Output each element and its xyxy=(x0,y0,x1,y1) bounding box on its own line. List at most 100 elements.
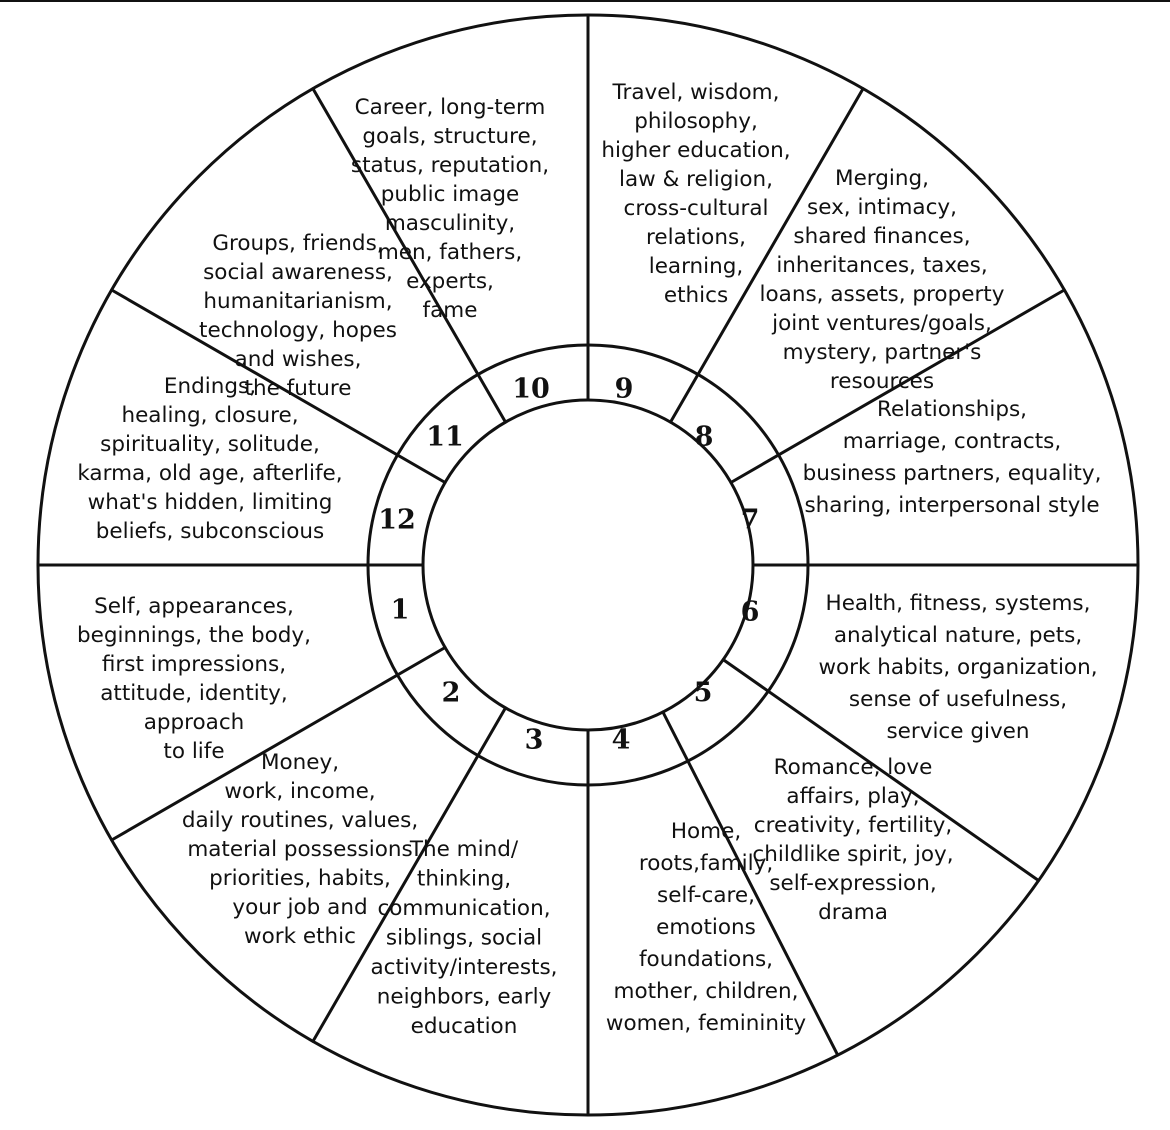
house-5-description-line: Romance, love xyxy=(774,755,933,780)
house-9-description-line: higher education, xyxy=(601,138,790,163)
house-10-description-line: men, fathers, xyxy=(378,240,522,265)
house-10-description-line: Career, long-term xyxy=(355,95,546,120)
house-11-description-line: the future xyxy=(245,376,352,401)
house-9-description-line: law & religion, xyxy=(619,167,773,192)
house-10-number: 10 xyxy=(512,374,550,405)
house-1-description-line: to life xyxy=(163,739,224,764)
house-8-description-line: inheritances, taxes, xyxy=(776,253,987,278)
house-8-description-line: sex, intimacy, xyxy=(807,195,957,220)
house-5-description-line: self-expression, xyxy=(769,871,936,896)
house-7-description-line: marriage, contracts, xyxy=(843,429,1061,454)
house-7-number: 7 xyxy=(741,505,760,536)
house-1-description: Self, appearances, beginnings, the body, f… xyxy=(77,594,311,764)
house-11-description-line: technology, hopes xyxy=(199,318,397,343)
house-2-description-line: material possessions xyxy=(187,837,412,862)
house-12-description-line: Endings, xyxy=(164,374,256,399)
house-8-description-line: Merging, xyxy=(835,166,929,191)
house-divider-line xyxy=(729,288,1066,484)
house-8-description: Merging, sex, intimacy, shared finances, in… xyxy=(760,166,1005,394)
house-12-description-line: healing, closure, xyxy=(121,403,298,428)
house-7-description-line: Relationships, xyxy=(877,397,1027,422)
house-10-description-line: status, reputation, xyxy=(351,153,549,178)
house-12-description-line: spirituality, solitude, xyxy=(100,432,320,457)
house-5-description-line: affairs, play, xyxy=(786,784,919,809)
house-10-description-line: masculinity, xyxy=(385,211,515,236)
house-3-description-line: education xyxy=(411,1014,518,1039)
house-4-description-line: mother, children, xyxy=(614,979,799,1004)
house-4-description-line: emotions xyxy=(656,915,756,940)
house-dividers xyxy=(36,13,1140,1117)
house-11-number: 11 xyxy=(426,422,464,453)
house-3-description-line: thinking, xyxy=(417,867,511,892)
house-12-description-line: beliefs, subconscious xyxy=(96,519,325,544)
house-11-description: Groups, friends, social awareness, humanit… xyxy=(199,231,397,401)
house-2-description-line: work, income, xyxy=(224,779,375,804)
house-3-description-line: The mind/ xyxy=(409,837,519,862)
house-4-number: 4 xyxy=(612,725,631,756)
house-7-description-line: business partners, equality, xyxy=(803,461,1102,486)
house-11-description-line: Groups, friends, xyxy=(212,231,383,256)
house-2-description: Money,work, income,daily routines, value… xyxy=(182,750,418,949)
house-descriptions: Self, appearances, beginnings, the body, f… xyxy=(77,80,1101,1039)
house-8-description-line: resources xyxy=(830,369,934,394)
house-1-description-line: beginnings, the body, xyxy=(77,623,311,648)
house-6-description: Health, fitness, systems, analytical natu… xyxy=(818,591,1097,744)
house-divider-line xyxy=(311,87,507,424)
house-9-description-line: ethics xyxy=(664,283,728,308)
house-8-description-line: shared finances, xyxy=(793,224,970,249)
house-1-description-line: attitude, identity, xyxy=(100,681,287,706)
house-1-description-line: Self, appearances, xyxy=(94,594,294,619)
house-4-description-line: self-care, xyxy=(657,883,755,908)
house-5-description-line: creativity, fertility, xyxy=(754,813,953,838)
house-6-number: 6 xyxy=(741,597,760,628)
house-1-description-line: approach xyxy=(144,710,245,735)
house-9-description-line: relations, xyxy=(646,225,746,250)
house-4-description-line: women, femininity xyxy=(606,1011,807,1036)
house-8-description-line: mystery, partner's xyxy=(783,340,982,365)
house-8-number: 8 xyxy=(695,422,714,453)
house-6-description-line: Health, fitness, systems, xyxy=(826,591,1091,616)
house-3-description-line: neighbors, early xyxy=(377,985,552,1010)
house-8-description-line: loans, assets, property xyxy=(760,282,1005,307)
house-5-description-line: childlike spirit, joy, xyxy=(752,842,953,867)
house-12-description-line: karma, old age, afterlife, xyxy=(77,461,342,486)
house-divider-line xyxy=(721,658,1040,882)
house-divider-line xyxy=(661,710,840,1057)
house-9-description-line: cross-cultural xyxy=(624,196,769,221)
house-6-description-line: work habits, organization, xyxy=(818,655,1097,680)
house-5-description-line: drama xyxy=(818,900,888,925)
house-2-number: 2 xyxy=(442,678,461,709)
house-1-description-line: first impressions, xyxy=(102,652,286,677)
house-10-description-line: goals, structure, xyxy=(362,124,537,149)
house-11-description-line: and wishes, xyxy=(235,347,362,372)
house-6-description-line: service given xyxy=(886,719,1029,744)
house-divider-line xyxy=(110,288,447,484)
house-4-description-line: Home, xyxy=(671,819,741,844)
house-12-number: 12 xyxy=(378,505,416,536)
house-5-description: Romance, love affairs, play, creativity, f… xyxy=(752,755,953,925)
house-9-description: Travel, wisdom,philosophy,higher educati… xyxy=(601,80,790,308)
house-12-description: Endings, healing, closure, spirituality, s… xyxy=(77,374,342,544)
house-6-description-line: sense of usefulness, xyxy=(849,687,1067,712)
house-11-description-line: humanitarianism, xyxy=(203,289,392,314)
house-divider-line xyxy=(311,706,507,1043)
house-1-number: 1 xyxy=(391,595,410,626)
house-8-description-line: joint ventures/goals, xyxy=(771,311,992,336)
house-3-description-line: communication, xyxy=(377,896,550,921)
house-divider-line xyxy=(669,87,865,424)
house-2-description-line: your job and xyxy=(232,895,367,920)
house-divider-line xyxy=(110,646,447,842)
house-6-description-line: analytical nature, pets, xyxy=(834,623,1082,648)
house-2-description-line: work ethic xyxy=(244,924,356,949)
house-9-number: 9 xyxy=(615,374,634,405)
house-10-description-line: public image xyxy=(381,182,520,207)
house-3-number: 3 xyxy=(525,725,544,756)
house-3-description-line: activity/interests, xyxy=(370,955,557,980)
house-7-description-line: sharing, interpersonal style xyxy=(804,493,1099,518)
house-2-description-line: Money, xyxy=(261,750,339,775)
house-11-description-line: social awareness, xyxy=(203,260,393,285)
house-10-description: Career, long-term goals, structure, status… xyxy=(351,95,549,323)
house-7-description: Relationships, marriage, contracts, busine… xyxy=(803,397,1102,518)
